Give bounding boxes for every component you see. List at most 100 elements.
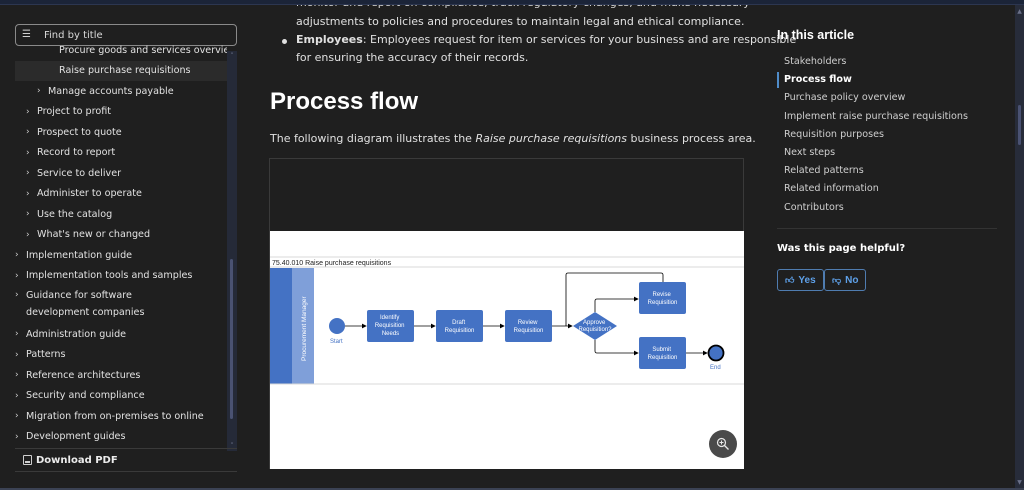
task-draft-requisition[interactable]	[436, 310, 483, 342]
nav-item[interactable]: Procure goods and services overview	[15, 45, 227, 60]
nav-item[interactable]: ›Patterns	[15, 345, 66, 365]
nav-item-label: Migration from on-premises to online	[26, 410, 204, 422]
gateway-approve-requisition[interactable]	[573, 312, 617, 340]
filter-by-title[interactable]: ☰	[15, 24, 237, 46]
toc-link[interactable]: Next steps	[784, 147, 836, 158]
expand-diagram-button[interactable]	[709, 430, 737, 458]
nav-item[interactable]: ›Record to report	[15, 143, 115, 163]
paragraph-text: adjustments to policies and procedures t…	[296, 15, 745, 28]
toc-link[interactable]: Implement raise purchase requisitions	[784, 110, 969, 122]
nav-item[interactable]: › Development guides	[15, 427, 125, 447]
nav-item-label: What's new or changed	[37, 229, 151, 240]
pool-header	[270, 268, 292, 384]
chevron-right-icon: ›	[15, 431, 19, 442]
nav-item[interactable]: ›Administration guide	[15, 324, 126, 344]
toc-link[interactable]: Related information	[784, 183, 879, 195]
nav-item-label: Development guides	[26, 431, 126, 442]
nav-item[interactable]: › Manage accounts payable	[15, 81, 174, 101]
chevron-right-icon: ›	[26, 147, 30, 158]
page-scrollbar[interactable]: ▲ ▼	[1015, 5, 1024, 488]
nav-item-label: Service to deliver	[37, 167, 122, 179]
feedback-yes-button[interactable]: 👍︎ Yes	[777, 269, 824, 291]
nav-item-label: Administer to operate	[37, 188, 142, 199]
browser-top-edge	[0, 0, 1024, 5]
window-bottom-edge	[0, 488, 1024, 490]
nav-item[interactable]: ›Security and compliance	[15, 386, 145, 406]
thumbs-up-icon: 👍︎	[785, 274, 795, 285]
toc-heading: In this article	[777, 28, 855, 42]
nav-item[interactable]: ›Service to deliver	[15, 163, 121, 183]
feedback-no-button[interactable]: 👎︎ No	[824, 269, 867, 291]
no-label: No	[845, 274, 859, 286]
find-by-title-input[interactable]	[44, 29, 224, 41]
lane-header	[292, 268, 314, 384]
scroll-up-icon[interactable]: ▲	[1017, 8, 1022, 15]
toc-link[interactable]: Process flow	[777, 72, 852, 89]
chevron-right-icon: ›	[15, 411, 19, 421]
loop-back-flow	[565, 272, 664, 326]
toc-link[interactable]: Purchase policy overview	[784, 92, 906, 104]
nav-scrollbar[interactable]: ˄ ˅	[227, 51, 237, 451]
chevron-right-icon: ›	[26, 188, 30, 199]
zoom-in-icon	[716, 437, 729, 450]
intro-text-end: business process area.	[627, 132, 756, 145]
task-submit-label: Submit Requisition	[648, 347, 678, 361]
process-flow-diagram[interactable]: 75.40.010 Raise purchase requisitions Pr…	[269, 158, 744, 469]
nav-item-label: Use the catalog	[37, 208, 113, 220]
nav-item[interactable]: › Use the catalog	[15, 204, 112, 224]
toc-link[interactable]: Related patterns	[784, 165, 864, 177]
toc-link[interactable]: Requisition purposes	[784, 128, 885, 140]
nav-item[interactable]: ›Prospect to quote	[15, 122, 122, 142]
nav-item[interactable]: ›Implementation guide	[15, 245, 132, 265]
chevron-right-icon: ›	[15, 390, 19, 401]
nav-item[interactable]: › Implementation tools and samples	[15, 266, 192, 286]
nav-item[interactable]: › What's new or changed	[15, 225, 150, 245]
employees-line-2: for ensuring the accuracy of their recor…	[296, 51, 529, 64]
scroll-up-icon[interactable]: ˄	[230, 52, 234, 60]
bullet-icon	[282, 39, 287, 44]
task-identify-label: Identify Requisition Needs	[375, 315, 406, 337]
nav-item-label: Manage accounts payable	[48, 85, 174, 97]
intro-text: The following diagram illustrates the	[270, 132, 476, 145]
employees-text: : Employees request for item or services…	[362, 33, 797, 46]
end-event[interactable]	[707, 344, 725, 362]
chevron-right-icon: ›	[37, 86, 41, 96]
task-revise-requisition[interactable]	[639, 282, 686, 314]
task-submit-requisition[interactable]	[639, 337, 686, 369]
chevron-right-icon: ›	[15, 370, 19, 380]
nav-item[interactable]: ›Project to profit	[15, 102, 111, 122]
chevron-right-icon: ›	[26, 209, 30, 219]
nav-item-label: Implementation tools and samples	[26, 270, 193, 281]
task-identify-requisition-needs[interactable]	[367, 310, 414, 342]
nav-item-label: Guidance for software development compan…	[26, 290, 145, 318]
toc-link[interactable]: Contributors	[784, 201, 844, 213]
flow-to-revise	[594, 296, 639, 312]
scroll-down-icon[interactable]: ˅	[230, 442, 234, 450]
employees-term: Employees	[296, 33, 363, 46]
filter-search-icon: ☰	[22, 29, 31, 40]
chevron-right-icon: ›	[26, 229, 30, 240]
nav-item[interactable]: › Migration from on-premises to online	[15, 406, 204, 426]
chevron-right-icon: ›	[15, 270, 19, 281]
download-pdf-label: Download PDF	[36, 454, 118, 466]
nav-item[interactable]: ›Reference architectures	[15, 365, 140, 385]
nav-item-label: Raise purchase requisitions	[59, 65, 191, 76]
task-review-label: Review Requisition	[514, 320, 544, 334]
employees-line: Employees: Employees request for item or…	[296, 33, 796, 46]
chevron-right-icon: ›	[26, 106, 30, 117]
page-scrollbar-thumb[interactable]	[1018, 105, 1021, 145]
chevron-right-icon: ›	[15, 250, 19, 260]
download-pdf-button[interactable]: Download PDF	[15, 448, 237, 472]
chevron-right-icon: ›	[26, 127, 30, 137]
nav-item[interactable]: › Administer to operate	[15, 184, 142, 204]
start-event[interactable]	[329, 318, 345, 334]
nav-item[interactable]: ›Guidance for software development compa…	[15, 286, 196, 322]
task-review-requisition[interactable]	[505, 310, 552, 342]
yes-label: Yes	[798, 274, 816, 286]
toc-link[interactable]: Stakeholders	[784, 56, 847, 67]
scroll-down-icon[interactable]: ▼	[1017, 479, 1022, 486]
nav-scrollbar-thumb[interactable]	[230, 259, 233, 419]
chevron-right-icon: ›	[15, 329, 19, 339]
nav-item[interactable]: Raise purchase requisitions	[15, 60, 227, 81]
